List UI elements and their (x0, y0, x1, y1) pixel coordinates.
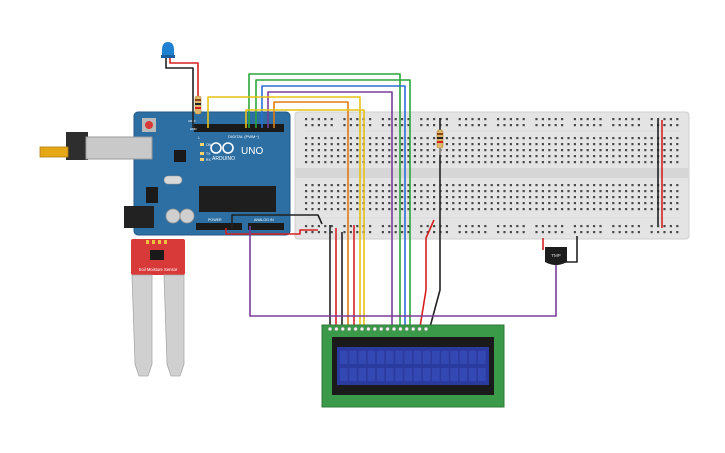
soil-moisture-sensor[interactable]: Soil Moisture Sensor (131, 239, 185, 377)
breadboard-holes (305, 118, 679, 234)
on-label: ON (206, 143, 212, 147)
atmega-chip (199, 186, 276, 212)
wires (165, 58, 663, 328)
power-header-label: POWER (208, 218, 222, 222)
blue-led[interactable] (161, 42, 175, 58)
sensor-probe-right (163, 274, 185, 377)
wire-gnd-black (231, 214, 323, 228)
temp-sensor-label: TMP (551, 253, 561, 258)
wire-green-2 (255, 79, 411, 327)
wire-temp-signal (249, 226, 557, 317)
tx-led (200, 152, 204, 155)
power-header[interactable] (196, 223, 242, 230)
wire-green-1 (248, 73, 401, 327)
wire-led-black (165, 58, 194, 128)
resistor-led[interactable] (194, 95, 202, 115)
on-led (200, 143, 204, 146)
sensor-probe-left (131, 274, 153, 377)
capacitor-1 (165, 208, 181, 224)
lcd-character-cells (340, 351, 486, 381)
wire-temp-black (565, 236, 578, 263)
arduino-brand-label: ARDUINO (212, 156, 235, 162)
crystal (163, 175, 183, 185)
sensor-label: Soil Moisture Sensor (139, 267, 178, 272)
rx-led (200, 158, 204, 161)
digital-header-label: DIGITAL (PWM~) (228, 134, 260, 139)
resistor-lcd[interactable] (436, 129, 444, 149)
wire-lcd-bl-black (429, 118, 441, 328)
breadboard[interactable] (294, 111, 690, 240)
temperature-sensor[interactable]: TMP (545, 247, 567, 265)
wire-5v-red (225, 228, 318, 235)
arduino-board[interactable]: UNO ARDUINO DIGITAL (PWM~) POWER ANALOG … (39, 111, 291, 236)
lcd-pins (328, 327, 429, 332)
analog-header-label: ANALOG IN (254, 218, 274, 222)
sensor-pins (146, 240, 167, 244)
usb-connector (39, 132, 153, 160)
l-label: L (198, 136, 200, 140)
regulator (146, 187, 158, 203)
wire-lcd-bl-red (419, 219, 435, 328)
gnd-label: GND (190, 127, 198, 131)
rx-label: RX (206, 158, 211, 162)
usb-chip (174, 150, 186, 162)
wire-blue (261, 85, 406, 327)
uno-model-label: UNO (241, 146, 263, 157)
arduino-logo-icon (210, 142, 234, 154)
lcd-module[interactable] (321, 324, 505, 408)
analog-header[interactable] (248, 223, 284, 230)
wire-yellow-1 (207, 96, 361, 327)
capacitor-2 (179, 208, 195, 224)
digital-header[interactable] (194, 124, 284, 132)
reset-button[interactable] (142, 118, 156, 132)
wire-yellow-2 (245, 109, 365, 327)
wire-led-red (169, 58, 199, 96)
tx-label: TX (206, 152, 211, 156)
power-jack (124, 206, 154, 228)
aref-label: AREF (188, 119, 196, 123)
wire-orange (273, 101, 349, 327)
